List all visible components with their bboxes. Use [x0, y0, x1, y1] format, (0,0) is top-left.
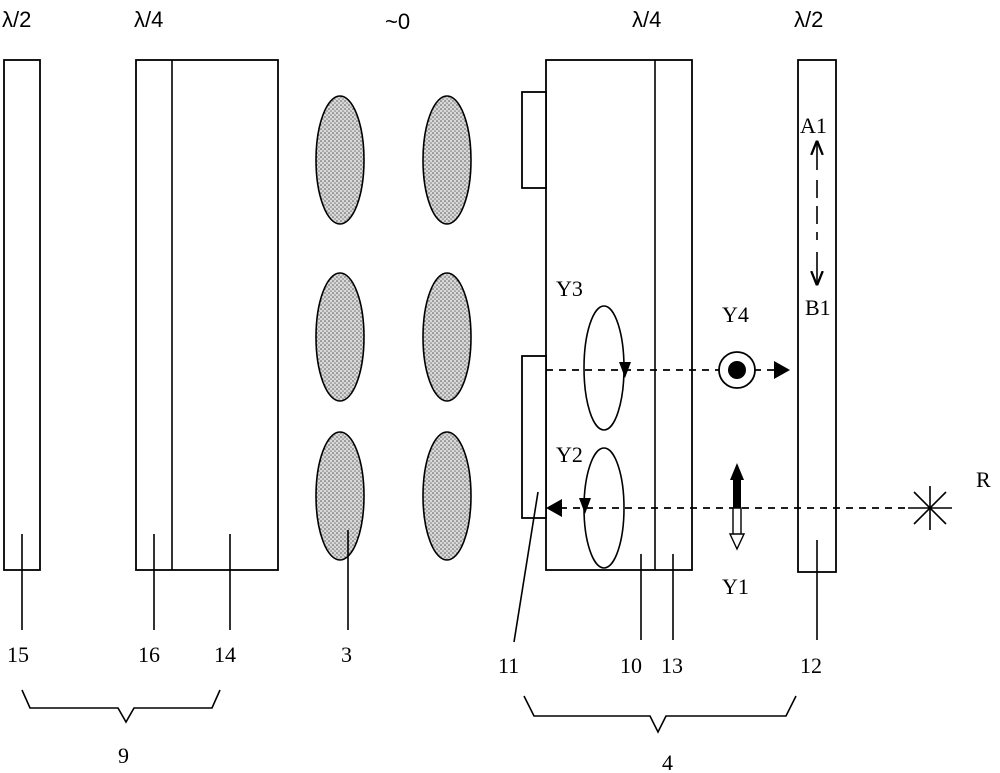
y2-rotation-arrow-icon — [579, 498, 591, 514]
label-y2: Y2 — [556, 442, 583, 467]
left-substrate-stack — [135, 59, 279, 571]
zero-retardation-label: ~0 — [385, 9, 410, 34]
label-y4: Y4 — [722, 302, 749, 327]
linear-polarization-y1-icon — [728, 463, 746, 551]
lc-molecule — [315, 431, 365, 561]
lc-molecule — [422, 431, 472, 561]
number-16: 16 — [138, 642, 160, 667]
left-half-wave-plate — [3, 59, 41, 571]
y4-dot-icon — [728, 361, 746, 379]
brace-group-4 — [523, 695, 797, 734]
label-b1: B1 — [805, 295, 831, 320]
lc-molecule — [315, 95, 365, 225]
number-3: 3 — [341, 642, 352, 667]
group-number-4: 4 — [662, 750, 673, 773]
label-r: R — [976, 467, 991, 492]
label-y3: Y3 — [556, 276, 583, 301]
right-quarter-wave-label: λ/4 — [632, 7, 661, 32]
y3-rotation-arrow-icon — [619, 362, 631, 378]
leader-11 — [513, 491, 539, 643]
number-14: 14 — [214, 642, 236, 667]
left-half-wave-label: λ/2 — [2, 7, 31, 32]
number-15: 15 — [7, 642, 29, 667]
number-11: 11 — [498, 653, 519, 678]
incoming-arrowhead-icon — [546, 499, 562, 517]
number-13: 13 — [661, 653, 683, 678]
reflector-element-11 — [521, 355, 547, 519]
label-a1: A1 — [800, 113, 827, 138]
right-half-wave-label: λ/2 — [794, 7, 823, 32]
label-y1: Y1 — [722, 574, 749, 599]
lc-molecule — [422, 272, 472, 402]
right-substrate-stack — [545, 59, 693, 571]
group-number-9: 9 — [118, 743, 129, 768]
liquid-crystal-layer — [315, 95, 472, 561]
upper-electrode-tab — [521, 91, 547, 189]
number-12: 12 — [800, 653, 822, 678]
outgoing-arrowhead-icon — [774, 361, 790, 379]
left-quarter-wave-label: λ/4 — [134, 7, 163, 32]
lc-molecule — [422, 95, 472, 225]
brace-group-9 — [21, 689, 221, 724]
number-10: 10 — [620, 653, 642, 678]
lc-molecule — [315, 272, 365, 402]
light-source-star-icon — [908, 486, 952, 530]
